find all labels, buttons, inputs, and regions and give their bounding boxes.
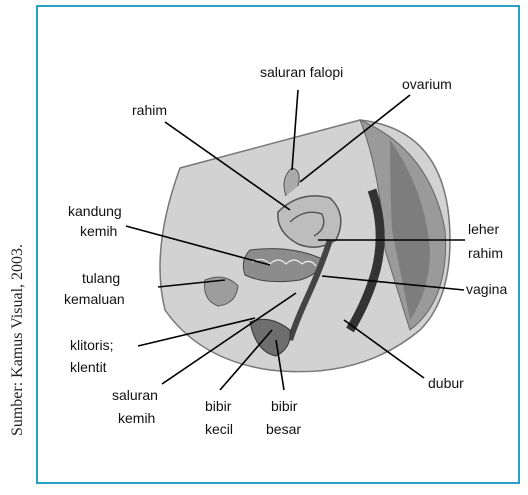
label-vagina: vagina: [466, 281, 507, 297]
label-leher-rahim-1: leher: [468, 221, 499, 237]
label-saluran-falopi: saluran falopi: [260, 64, 343, 80]
label-bibir-besar-2: besar: [266, 421, 301, 437]
pelvis-illustration: [160, 120, 450, 372]
label-tulang-kemaluan-1: tulang: [82, 270, 120, 286]
label-kandung-kemih-2: kemih: [80, 223, 117, 239]
label-saluran-kemih-2: kemih: [118, 410, 155, 426]
label-saluran-kemih-1: saluran: [112, 387, 158, 403]
label-bibir-kecil-1: bibir: [205, 398, 232, 414]
label-tulang-kemaluan-2: kemaluan: [64, 291, 125, 307]
bladder: [243, 249, 321, 282]
label-bibir-kecil-2: kecil: [205, 421, 233, 437]
label-kandung-kemih-1: kandung: [68, 203, 122, 219]
label-rahim: rahim: [132, 102, 167, 118]
label-ovarium: ovarium: [402, 76, 452, 92]
label-klitoris-1: klitoris;: [70, 337, 114, 353]
label-dubur: dubur: [428, 375, 464, 391]
label-klitoris-2: klentit: [70, 359, 107, 375]
label-bibir-besar-1: bibir: [271, 398, 298, 414]
label-leher-rahim-2: rahim: [468, 245, 503, 261]
